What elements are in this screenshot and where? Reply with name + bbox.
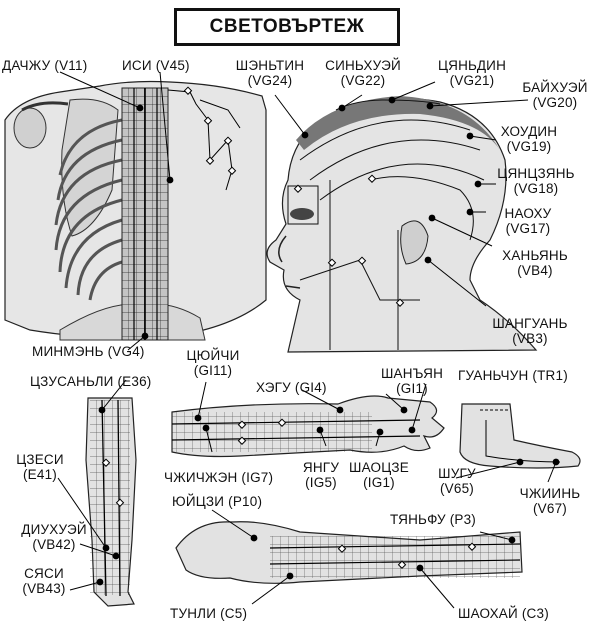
point-label-tsyantszyan: ЦЯНЦЗЯНЬ(VG18)	[497, 166, 575, 196]
point-label-sinhuei: СИНЬХУЭЙ(VG22)	[325, 58, 401, 88]
point-label-yangu: ЯНГУ(IG5)	[302, 460, 340, 490]
forearm-figure	[171, 395, 445, 458]
title-box: СВЕТОВЪРТЕЖ	[174, 8, 400, 46]
point-label-diuhuei: ДИУХУЭЙ(VB42)	[21, 522, 87, 552]
acupoints-primary	[96, 96, 560, 586]
point-label-minmen: МИНМЭНЬ (VG4)	[32, 344, 145, 359]
point-label-chzhiin: ЧЖИИНЬ(V67)	[519, 486, 581, 516]
point-label-shanyan: ШАНЪЯН(GI1)	[380, 366, 444, 396]
point-label-tsyandin: ЦЯНЬДИН(VG21)	[437, 58, 507, 88]
arm-figure	[175, 521, 523, 584]
point-label-isi: ИСИ (V45)	[122, 58, 190, 73]
foot-figure	[459, 403, 581, 469]
leg-figure	[85, 397, 137, 607]
point-label-houdin: ХОУДИН(VG19)	[500, 124, 558, 154]
leader-lines	[57, 71, 557, 609]
back-figure	[4, 80, 267, 341]
point-label-shentin: ШЭНЬТИН(VG24)	[235, 58, 305, 88]
point-label-tyanfu: ТЯНЬФУ (P3)	[390, 512, 476, 527]
point-label-syasi: СЯСИ(VB43)	[22, 566, 66, 596]
head-figure	[266, 96, 538, 353]
acupoints-secondary	[101, 86, 477, 569]
point-label-hanyan: ХАНЬЯНЬ(VB4)	[502, 248, 568, 278]
point-label-shanguan: ШАНГУАНЬ(VB3)	[492, 316, 568, 346]
page-title: СВЕТОВЪРТЕЖ	[209, 16, 365, 37]
point-label-shaohai: ШАОХАЙ (C3)	[458, 606, 549, 621]
point-label-yuitszui: ЮЙЦЗИ (P10)	[172, 494, 263, 509]
point-label-tszusanli: ЦЗУСАНЬЛИ (E36)	[30, 374, 152, 389]
point-label-tszesi: ЦЗЕСИ(E41)	[16, 452, 64, 482]
point-label-shugu: ШУГУ(V65)	[438, 466, 476, 496]
point-label-baihuei: БАЙХУЭЙ(VG20)	[522, 80, 588, 110]
point-label-hegu: ХЭГУ (GI4)	[256, 380, 327, 395]
point-label-naohu: НАОХУ(VG17)	[504, 206, 552, 236]
point-label-shaotsze: ШАОЦЗЕ(IG1)	[349, 460, 409, 490]
point-label-chzhichzhen: ЧЖИЧЖЭН (IG7)	[164, 470, 274, 485]
point-label-dachzhu: ДАЧЖУ (V11)	[2, 58, 88, 73]
point-label-tsyuichi: ЦЮЙЧИ(GI11)	[186, 348, 240, 378]
point-label-guanchun: ГУАНЬЧУН (TR1)	[458, 368, 568, 383]
point-label-tunli: ТУНЛИ (C5)	[170, 606, 248, 621]
